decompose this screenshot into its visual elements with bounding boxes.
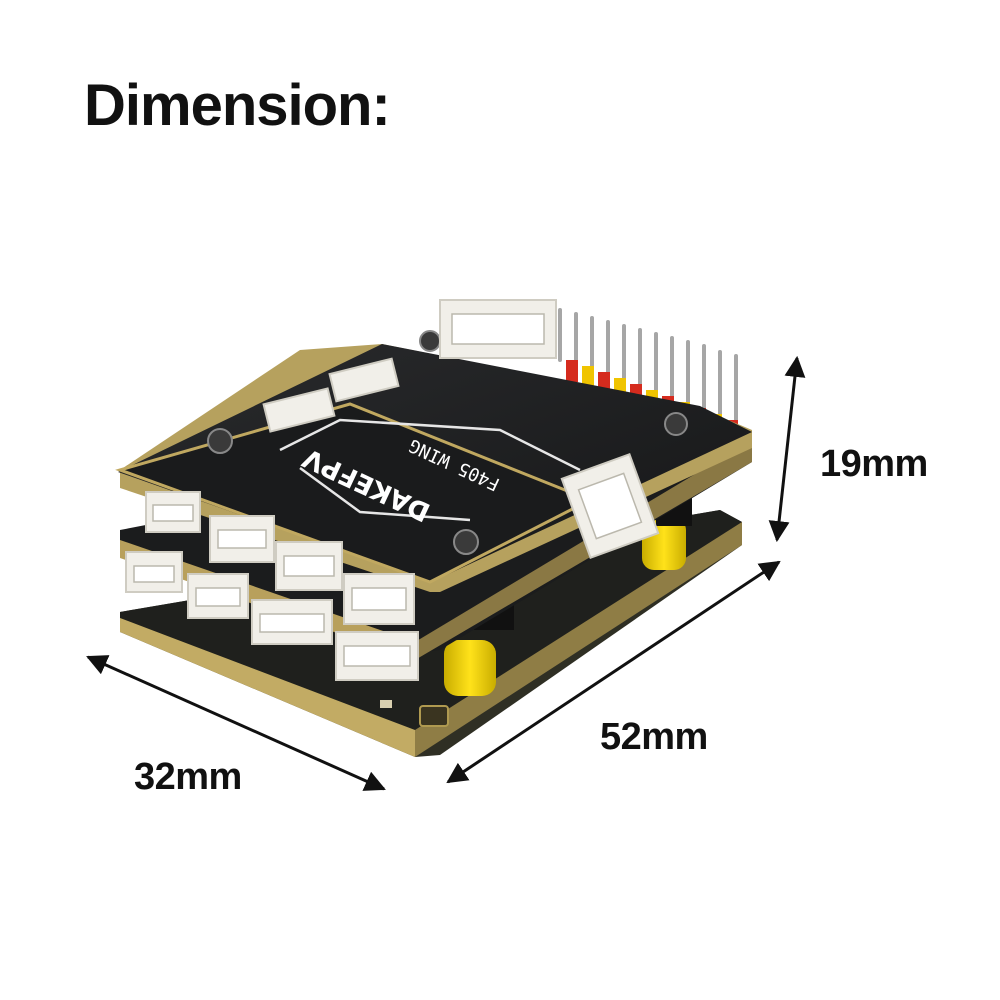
length-dimension-label: 52mm [600,716,708,758]
page-title: Dimension: [84,73,391,138]
height-dimension-label: 19mm [820,443,928,485]
middle-connectors [125,551,419,681]
width-dimension-label: 32mm [134,756,242,798]
top-connectors [145,299,660,625]
width-arrow [86,655,386,791]
height-arrow [768,355,806,543]
length-arrow [446,560,781,784]
